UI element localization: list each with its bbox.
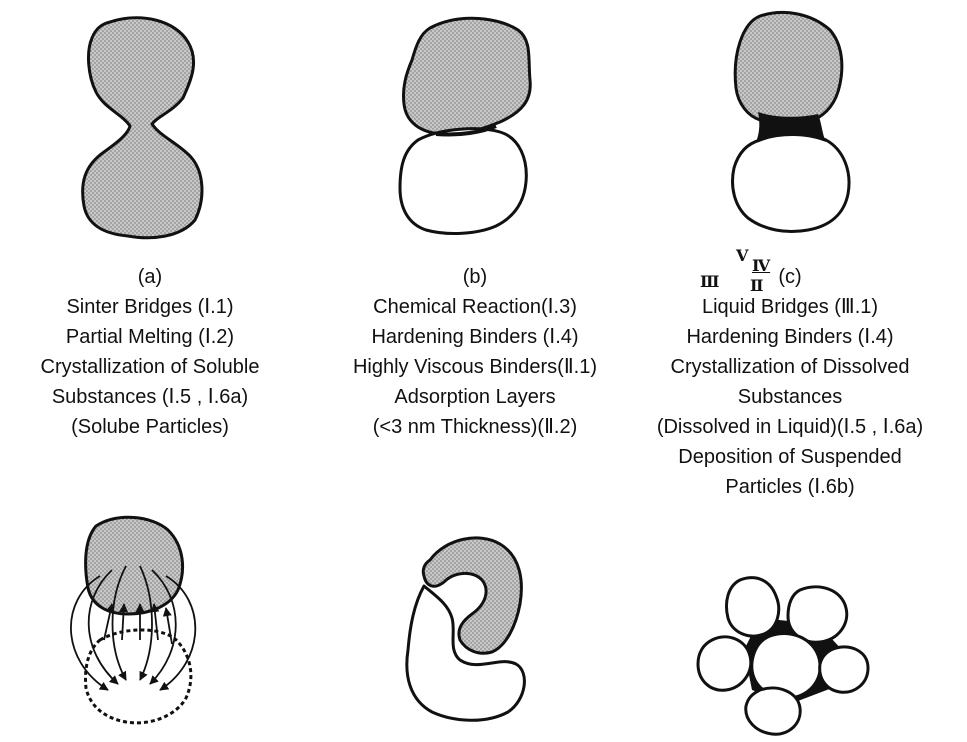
panel-a-line-4: Substances (Ⅰ.5 , Ⅰ.6a) (25, 382, 275, 412)
panel-c-line-7: Particles (Ⅰ.6b) (625, 472, 955, 502)
particle-c-bottom (733, 134, 849, 232)
panel-c-line-3: Crystallization of Dissolved (625, 352, 955, 382)
panel-c-line-1: Liquid Bridges (Ⅲ.1) (625, 292, 955, 322)
panel-c-line-4: Substances (625, 382, 955, 412)
sintered-particle-pair-a (83, 18, 202, 238)
particle-a2-top (86, 517, 183, 614)
particle-cluster-c (698, 578, 868, 735)
panel-b-line-5: (<3 nm Thickness)(Ⅱ.2) (315, 412, 635, 442)
panel-c: (c) Liquid Bridges (Ⅲ.1) Hardening Binde… (625, 262, 955, 502)
particle-b-bottom (400, 129, 526, 234)
panel-a-line-3: Crystallization of Soluble (25, 352, 275, 382)
roman-mark-v: Ⅴ (736, 246, 748, 266)
roman-mark-iii: Ⅲ (700, 272, 719, 292)
roman-mark-iv: Ⅳ (752, 256, 770, 276)
panel-b-line-4: Adsorption Layers (315, 382, 635, 412)
panel-b-tag: (b) (315, 262, 635, 292)
panel-b-line-2: Hardening Binders (Ⅰ.4) (315, 322, 635, 352)
roman-mark-ii: Ⅱ (750, 276, 763, 296)
panel-a-line-1: Sinter Bridges (Ⅰ.1) (25, 292, 275, 322)
panel-c-line-5: (Dissolved in Liquid)(Ⅰ.5 , Ⅰ.6a) (625, 412, 955, 442)
panel-c-tag: (c) (625, 262, 955, 292)
panel-a-line-2: Partial Melting (Ⅰ.2) (25, 322, 275, 352)
particle-b-top (403, 18, 530, 134)
panel-b: (b) Chemical Reaction(Ⅰ.3) Hardening Bin… (315, 262, 635, 442)
panel-a: (a) Sinter Bridges (Ⅰ.1) Partial Melting… (25, 262, 275, 442)
panel-c-line-2: Hardening Binders (Ⅰ.4) (625, 322, 955, 352)
panel-a-line-5: (Solube Particles) (25, 412, 275, 442)
panel-b-line-1: Chemical Reaction(Ⅰ.3) (315, 292, 635, 322)
panel-b-line-3: Highly Viscous Binders(Ⅱ.1) (315, 352, 635, 382)
panel-c-line-6: Deposition of Suspended (625, 442, 955, 472)
particle-c-top (735, 12, 842, 122)
panel-a-tag: (a) (25, 262, 275, 292)
